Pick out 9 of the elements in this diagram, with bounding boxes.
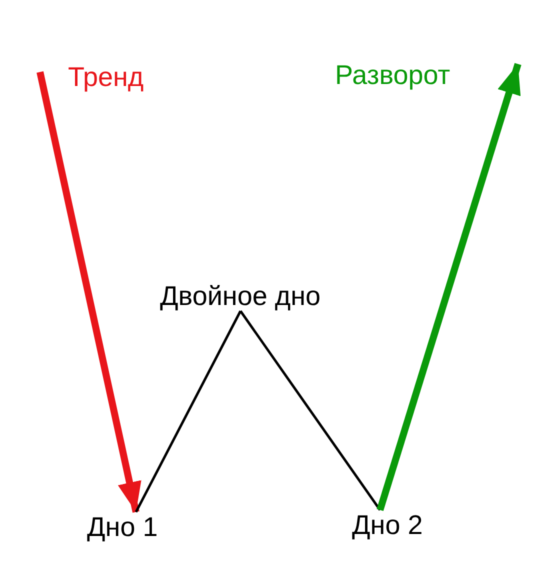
line (134, 310, 242, 513)
arrow (376, 62, 522, 512)
point-label: Дно 2 (350, 510, 425, 540)
arrow (36, 71, 142, 513)
point-label: Дно 1 (85, 512, 160, 542)
point-label: Двойное дно (158, 281, 323, 311)
point-label: Тренд (66, 62, 146, 92)
point-label: Разворот (333, 60, 452, 90)
line (239, 310, 382, 511)
